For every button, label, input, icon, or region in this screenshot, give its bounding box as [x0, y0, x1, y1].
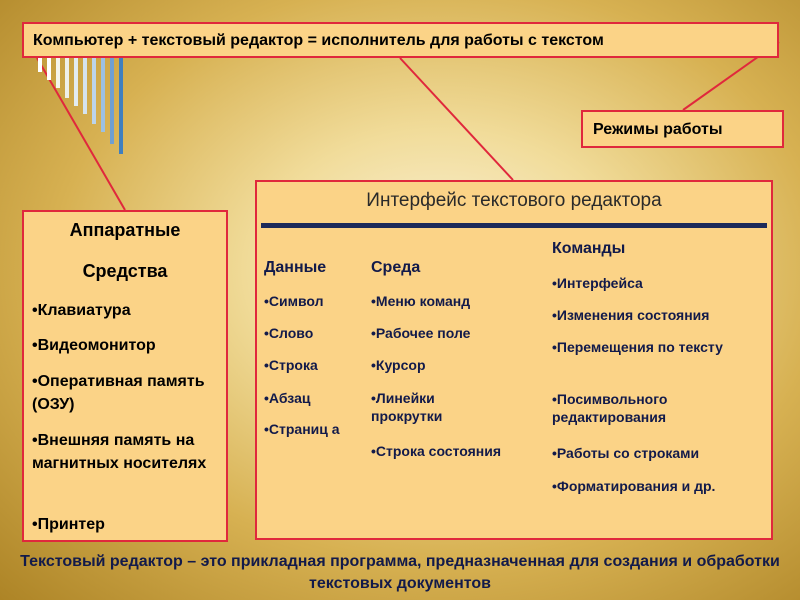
env-item: •Рабочее поле [371, 325, 471, 341]
connector-top-to-hardware [36, 57, 126, 211]
env-column-header: Среда [371, 259, 421, 276]
data-item: •Абзац [264, 390, 311, 406]
modes-box: Режимы работы [581, 110, 784, 148]
data-column-header: Данные [264, 259, 327, 276]
hardware-title-line2: Средства [82, 261, 168, 281]
hardware-item: •Клавиатура [32, 302, 131, 319]
cmd-column-header: Команды [552, 240, 626, 257]
header-text: Компьютер + текстовый редактор = исполни… [33, 32, 604, 49]
decorative-stripes [38, 58, 123, 154]
cmd-item: •Работы со строками [552, 445, 700, 461]
cmd-item: •Форматирования и др. [552, 478, 716, 494]
hardware-box: Аппаратные Средства •Клавиатура •Видеомо… [22, 210, 228, 542]
hardware-title-line1: Аппаратные [69, 220, 181, 240]
data-item: •Страниц а [264, 421, 340, 437]
cmd-item: •Изменения состояния [552, 307, 710, 323]
interface-title: Интерфейс текстового редактора [366, 190, 662, 211]
header-box: Компьютер + текстовый редактор = исполни… [22, 22, 779, 58]
data-item: •Символ [264, 293, 324, 309]
interface-divider [261, 223, 767, 228]
data-item: •Слово [264, 325, 314, 341]
cmd-item: •Перемещения по тексту [552, 339, 723, 355]
hardware-item: •Оперативная память (ОЗУ) [32, 373, 205, 413]
env-item: •Курсор [371, 357, 426, 373]
env-item: •Меню команд [371, 293, 471, 309]
connector-top-to-interface [399, 57, 514, 181]
cmd-item: •Посимвольного редактирования [552, 391, 668, 425]
cmd-item: •Интерфейса [552, 275, 643, 291]
hardware-item: •Принтер [32, 516, 105, 533]
interface-box: Интерфейс текстового редактора Данные •С… [255, 180, 773, 540]
hardware-item: •Видеомонитор [32, 337, 156, 354]
hardware-item: •Внешняя память на магнитных носителях [32, 432, 207, 472]
env-item: •Строка состояния [371, 443, 502, 459]
data-item: •Строка [264, 357, 318, 373]
definition-caption: Текстовый редактор – это прикладная прог… [20, 553, 780, 592]
env-item: •Линейки прокрутки [371, 390, 443, 424]
modes-label: Режимы работы [593, 121, 723, 138]
